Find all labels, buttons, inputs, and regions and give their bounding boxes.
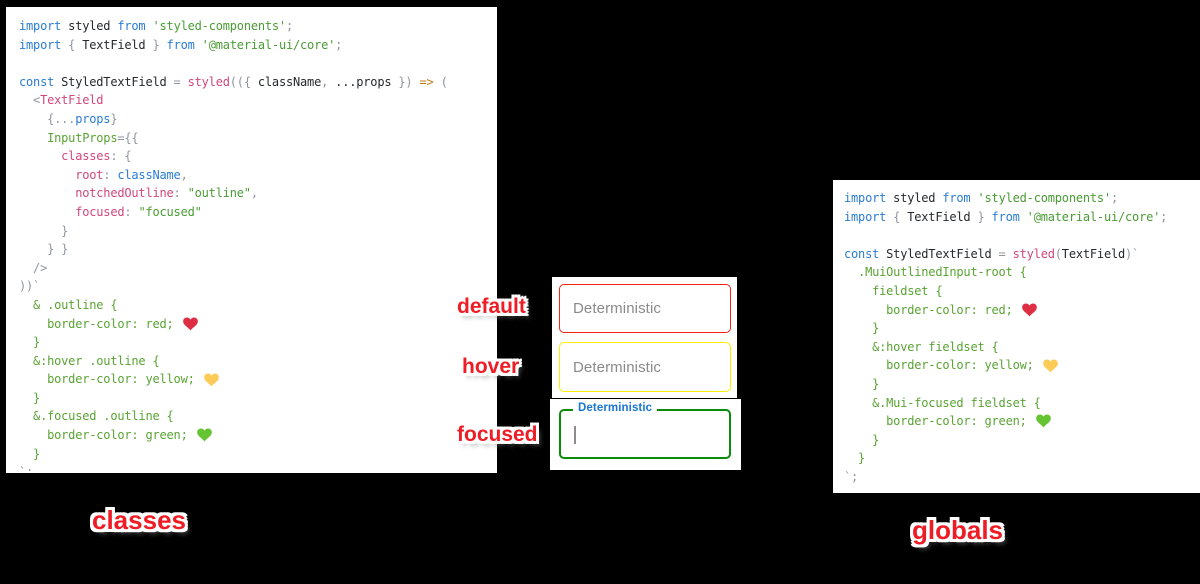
code-line: ))` <box>19 279 41 294</box>
default-textfield[interactable]: Deterministic <box>559 284 731 333</box>
code-line: border-color: green; <box>19 426 497 445</box>
code-line: InputProps={{ <box>19 130 139 145</box>
label-hover: hover <box>462 355 520 378</box>
code-line: .MuiOutlinedInput-root { <box>844 265 1027 280</box>
code-line: `; <box>19 465 34 473</box>
code-line: } <box>844 451 866 466</box>
code-line: border-color: yellow; <box>19 370 497 389</box>
code-line: border-color: yellow; <box>844 356 1200 375</box>
code-line: classes: { <box>19 149 132 164</box>
heart-yellow-icon <box>1042 359 1058 373</box>
placeholder-text: Deterministic <box>573 300 661 317</box>
code-line <box>19 54 497 73</box>
code-line: &.Mui-focused fieldset { <box>844 395 1041 410</box>
code-line <box>844 226 1200 245</box>
placeholder-text: Deterministic <box>573 358 661 376</box>
label-globals: globals <box>912 515 1004 545</box>
focused-textfield[interactable]: Deterministic <box>559 402 731 459</box>
code-line: import styled from 'styled-components'; <box>19 19 293 33</box>
code-line: } <box>19 223 69 238</box>
hover-textfield[interactable]: Deterministic <box>559 342 731 392</box>
label-focused: focused <box>457 423 538 446</box>
code-line: &:hover fieldset { <box>844 339 999 354</box>
left-code-block: import styled from 'styled-components'; i… <box>19 17 497 473</box>
code-line: <TextField <box>19 93 104 108</box>
code-line: border-color: red; <box>844 301 1200 320</box>
right-code-panel: import styled from 'styled-components'; i… <box>833 180 1200 493</box>
code-line: `; <box>844 469 859 484</box>
textfield-demo-panel-top: Deterministic Deterministic <box>552 277 737 398</box>
code-line: } <box>19 446 41 461</box>
code-line: focused: "focused" <box>19 204 202 219</box>
code-line: } <box>19 390 41 405</box>
code-line: {...props} <box>19 111 118 126</box>
code-line: import { TextField } from '@material-ui/… <box>844 209 1168 224</box>
code-line: } } <box>19 242 69 257</box>
heart-red-icon <box>1021 303 1037 317</box>
textfield-demo-panel-bottom: Deterministic <box>550 399 741 470</box>
code-line: import { TextField } from '@material-ui/… <box>19 37 343 52</box>
heart-yellow-icon <box>203 373 219 386</box>
code-line: fieldset { <box>844 283 943 298</box>
code-line: /> <box>19 260 48 275</box>
code-line: const StyledTextField = styled(TextField… <box>844 246 1140 261</box>
heart-green-icon <box>1035 414 1051 428</box>
heart-red-icon <box>182 317 198 331</box>
code-line: &:hover .outline { <box>19 353 160 368</box>
label-default: default <box>457 295 526 318</box>
label-classes: classes <box>92 505 186 535</box>
left-code-panel: import styled from 'styled-components'; i… <box>6 7 497 473</box>
code-line: const StyledTextField = styled(({ classN… <box>19 74 448 89</box>
code-line: & .outline { <box>19 297 118 312</box>
code-line: import styled from 'styled-components'; <box>844 191 1118 205</box>
code-line: border-color: red; <box>19 315 497 334</box>
text-cursor <box>574 426 576 444</box>
code-line: } <box>844 432 880 447</box>
code-line: root: className, <box>19 167 188 182</box>
code-line: &.focused .outline { <box>19 409 174 424</box>
right-code-block: import styled from 'styled-components'; i… <box>844 189 1200 487</box>
field-notch-label: Deterministic <box>573 402 658 414</box>
code-line: border-color: green; <box>844 412 1200 431</box>
heart-green-icon <box>196 428 212 442</box>
code-line: notchedOutline: "outline", <box>19 186 258 201</box>
code-line: } <box>19 335 41 350</box>
code-line: } <box>844 376 880 391</box>
code-line: } <box>844 321 880 336</box>
